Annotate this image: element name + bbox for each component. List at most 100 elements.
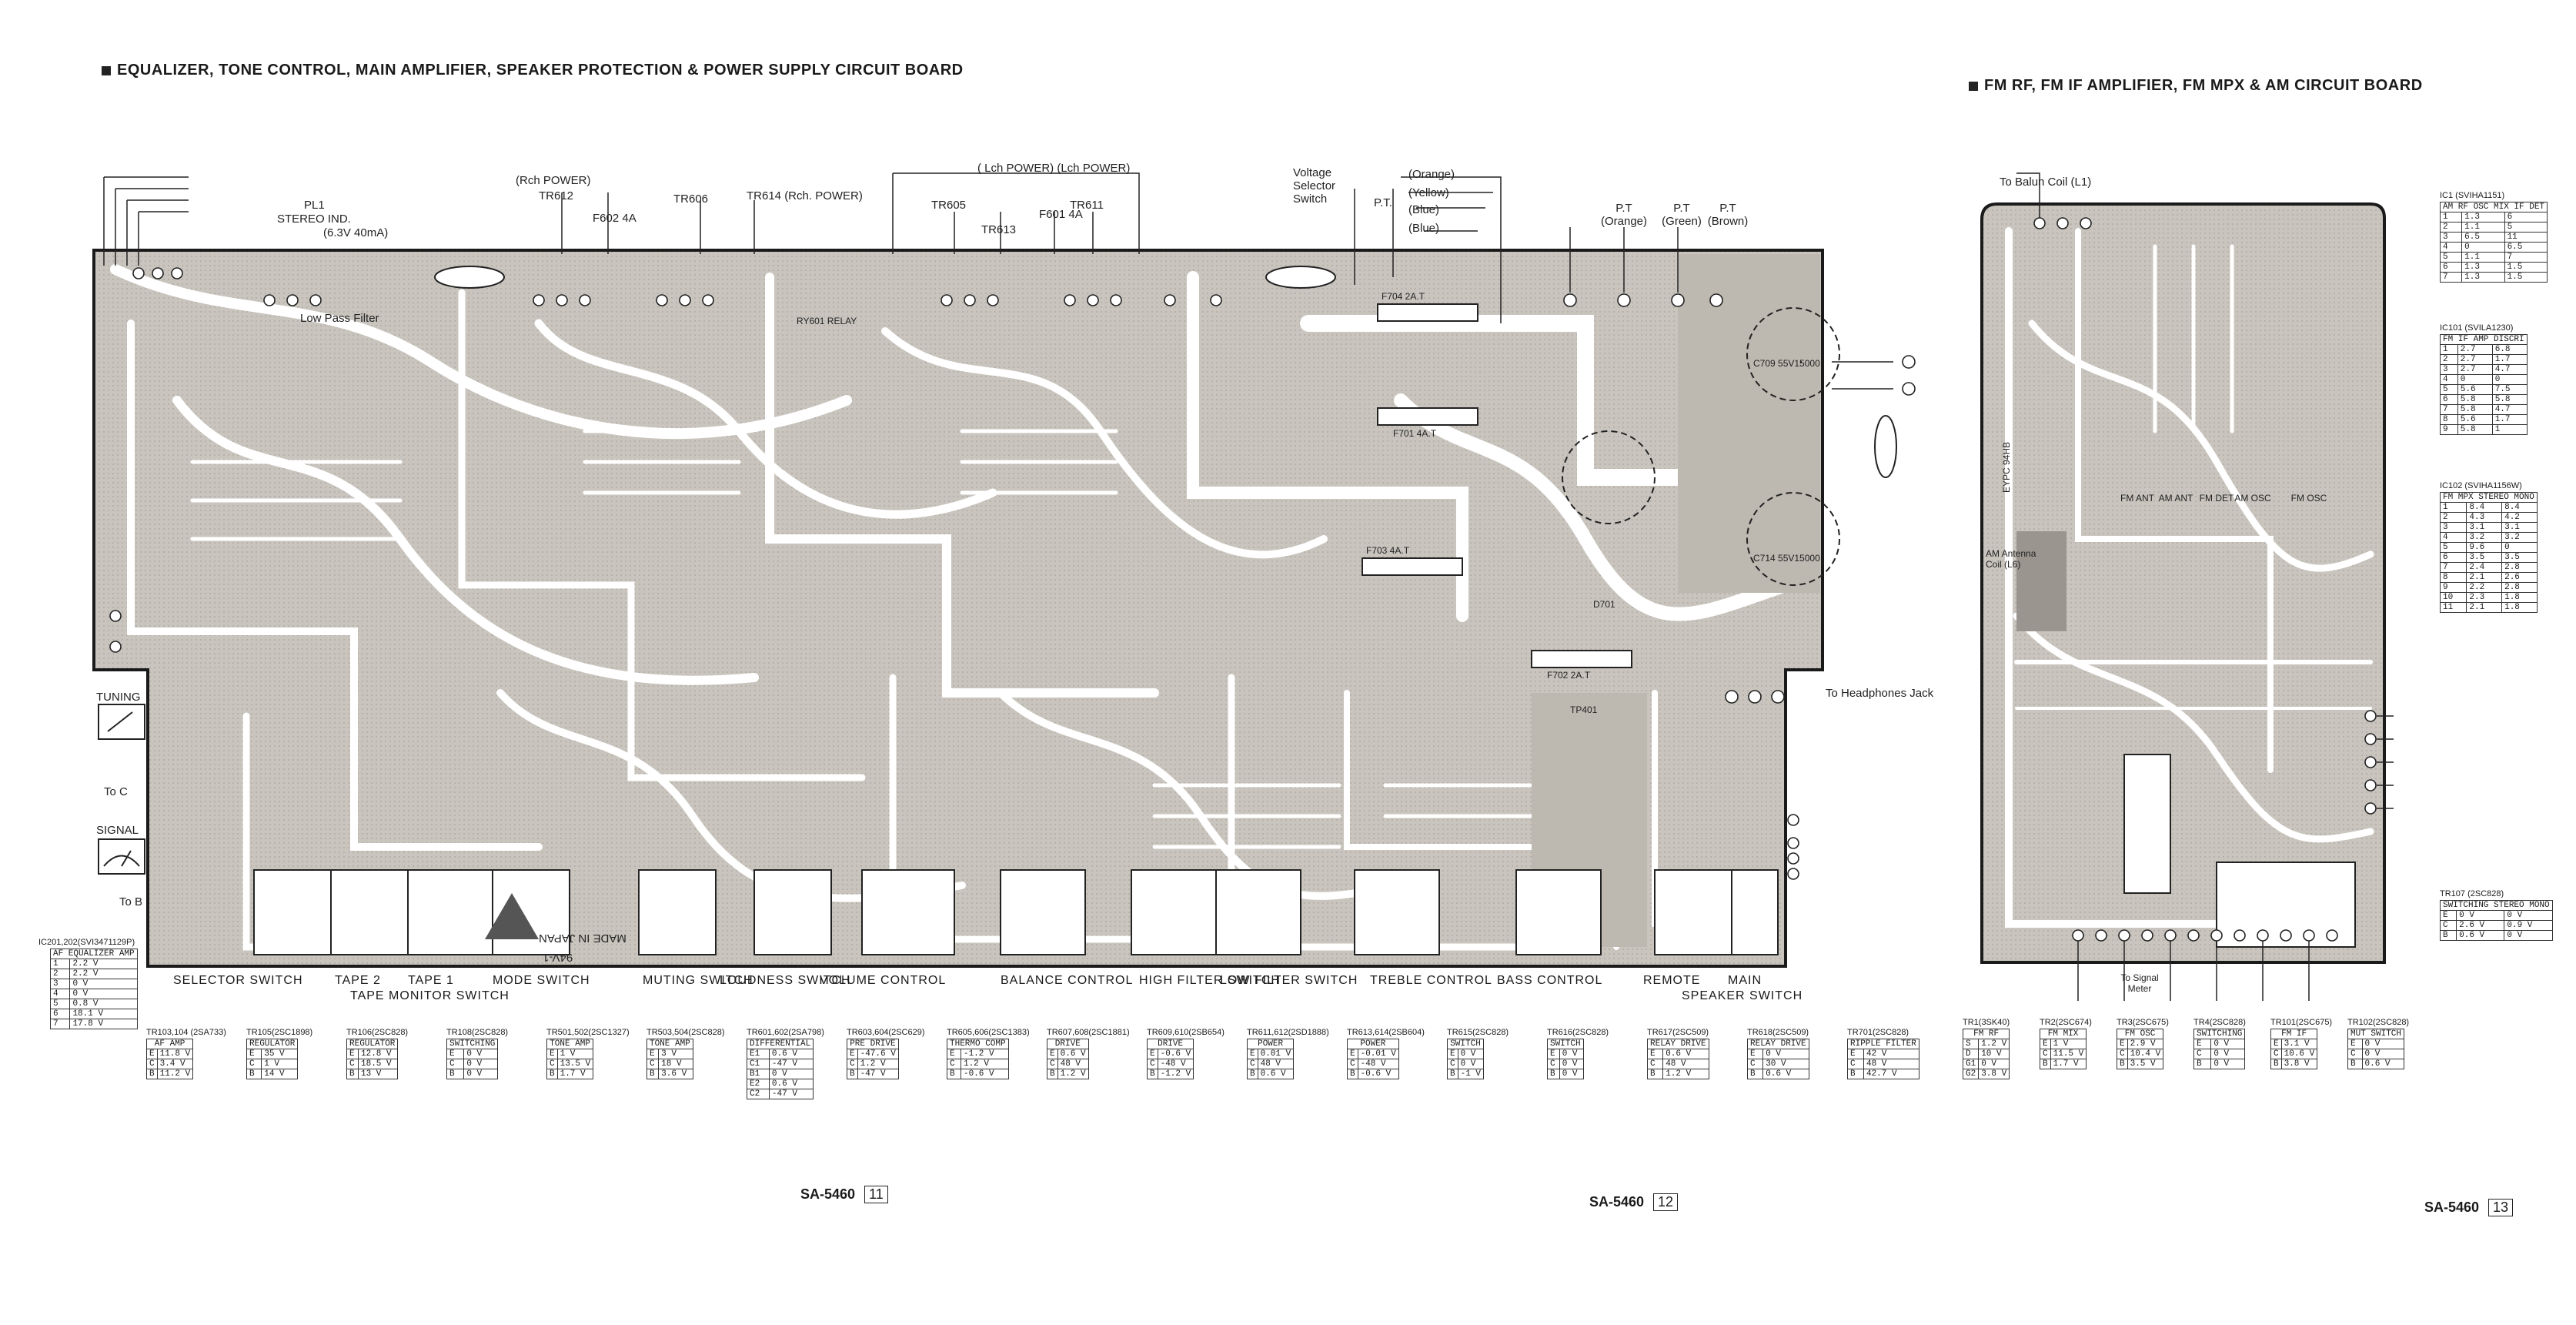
ic1-title: IC1 (SVIHA1151) xyxy=(2440,191,2505,200)
table-cell: B xyxy=(446,1069,465,1079)
table-cell: B xyxy=(2040,1059,2051,1069)
table-cell: C xyxy=(1847,1059,1864,1069)
transistor-title: TR616(2SC828) xyxy=(1547,1028,1609,1037)
table-cell: E xyxy=(1847,1049,1864,1059)
table-cell: 1.3 xyxy=(2461,212,2505,223)
table-cell: -0.01 V xyxy=(1357,1049,1399,1059)
table-cell: 2.6 xyxy=(2501,572,2538,583)
table-cell: E xyxy=(1447,1049,1458,1059)
table-cell: E xyxy=(1646,1049,1664,1059)
table-cell: E1 xyxy=(747,1049,770,1059)
table-cell: 0 V xyxy=(1457,1049,1485,1059)
table-cell: B xyxy=(1646,1069,1664,1079)
label-to-b: To B xyxy=(119,895,143,908)
table-cell: 0 xyxy=(2491,374,2528,385)
table-cell: 6.5 xyxy=(2504,242,2548,253)
table-cell: 1.7 V xyxy=(2050,1059,2087,1069)
table-cell: 0.6 V xyxy=(1662,1049,1709,1059)
table-cell: 2.7 xyxy=(2457,354,2493,365)
caption-loudness-switch: LOUDNESS SWITCH xyxy=(720,974,851,987)
table-cell: E xyxy=(947,1049,961,1059)
label-tr613: TR613 xyxy=(981,223,1017,236)
caption-muting-switch: MUTING SWITCH xyxy=(643,974,753,987)
label-lch-power: ( Lch POWER) (Lch POWER) xyxy=(977,162,1131,175)
table-cell: 3.2 xyxy=(2501,532,2538,543)
label-relay: RY601 RELAY xyxy=(797,316,857,326)
table-cell: 0 V xyxy=(463,1069,499,1079)
table-cell: C xyxy=(1447,1059,1458,1069)
label-pt-blue-1: (Blue) xyxy=(1408,203,1440,216)
label-f703: F703 4A.T xyxy=(1366,545,1410,556)
table-cell: 6 xyxy=(2439,262,2463,273)
table-cell: 5.8 xyxy=(2457,404,2493,415)
table-cell: E xyxy=(2347,1039,2363,1049)
table-header: SWITCH xyxy=(1446,1039,1485,1049)
label-pt-green: P.T (Green) xyxy=(1662,202,1702,228)
table-cell: 5 xyxy=(2440,384,2458,395)
caption-volume-control: VOLUME CONTROL xyxy=(820,974,947,987)
table-cell: C xyxy=(2439,920,2457,931)
table-cell: 11.2 V xyxy=(156,1069,194,1079)
table-cell: 8 xyxy=(2440,414,2458,425)
table-cell: 18.1 V xyxy=(69,1009,138,1019)
table-cell: 18 V xyxy=(658,1059,693,1069)
label-to-headphones: To Headphones Jack xyxy=(1826,687,1934,700)
transistor-title: TR4(2SC828) xyxy=(2193,1018,2246,1027)
table-cell: C xyxy=(947,1059,961,1069)
table-cell: 0.9 V xyxy=(2504,920,2553,931)
table-cell: C xyxy=(1247,1059,1258,1069)
table-header: THERMO COMP xyxy=(947,1039,1009,1049)
table-cell: 1 xyxy=(2491,424,2528,435)
label-f602: F602 4A xyxy=(593,212,636,225)
table-cell: 17.8 V xyxy=(69,1019,138,1029)
table-cell: 5.6 xyxy=(2457,384,2493,395)
table-cell: 7 xyxy=(2440,404,2458,415)
table-cell: 0 V xyxy=(2210,1049,2246,1059)
label-pt-orange-2: P.T (Orange) xyxy=(1600,202,1648,228)
table-cell: 1.2 V xyxy=(1978,1039,2010,1049)
table-cell: 1 xyxy=(2440,344,2458,355)
table-cell: 48 V xyxy=(1057,1059,1089,1069)
table-cell: 3 V xyxy=(658,1049,693,1059)
table-cell: 1 V xyxy=(556,1049,594,1059)
table-header: FM MPX STEREO MONO xyxy=(2440,492,2538,503)
table-cell: 1.8 xyxy=(2501,602,2538,613)
table-cell: B xyxy=(546,1069,558,1079)
table-cell: 0 V xyxy=(1457,1059,1485,1069)
table-header: DIFFERENTIAL xyxy=(746,1039,814,1049)
label-tuning: TUNING xyxy=(96,691,141,704)
transistor-title: TR605,606(2SC1383) xyxy=(947,1028,1030,1037)
table-header: AM RF OSC MIX IF DET xyxy=(2439,202,2548,212)
table-cell: 3.1 xyxy=(2501,522,2538,533)
table-cell: 0.6 V xyxy=(768,1079,814,1089)
table-cell: 8 xyxy=(2439,572,2467,583)
table-row: E-47.6 V xyxy=(847,1049,899,1059)
transistor-title: TR101(2SC675) xyxy=(2270,1018,2333,1027)
table-cell: 1 xyxy=(49,959,71,969)
transistor-title: TR102(2SC828) xyxy=(2347,1018,2410,1027)
table-cell: B xyxy=(1147,1069,1158,1079)
table-cell: C xyxy=(146,1059,158,1069)
table-cell: -47.6 V xyxy=(857,1049,899,1059)
